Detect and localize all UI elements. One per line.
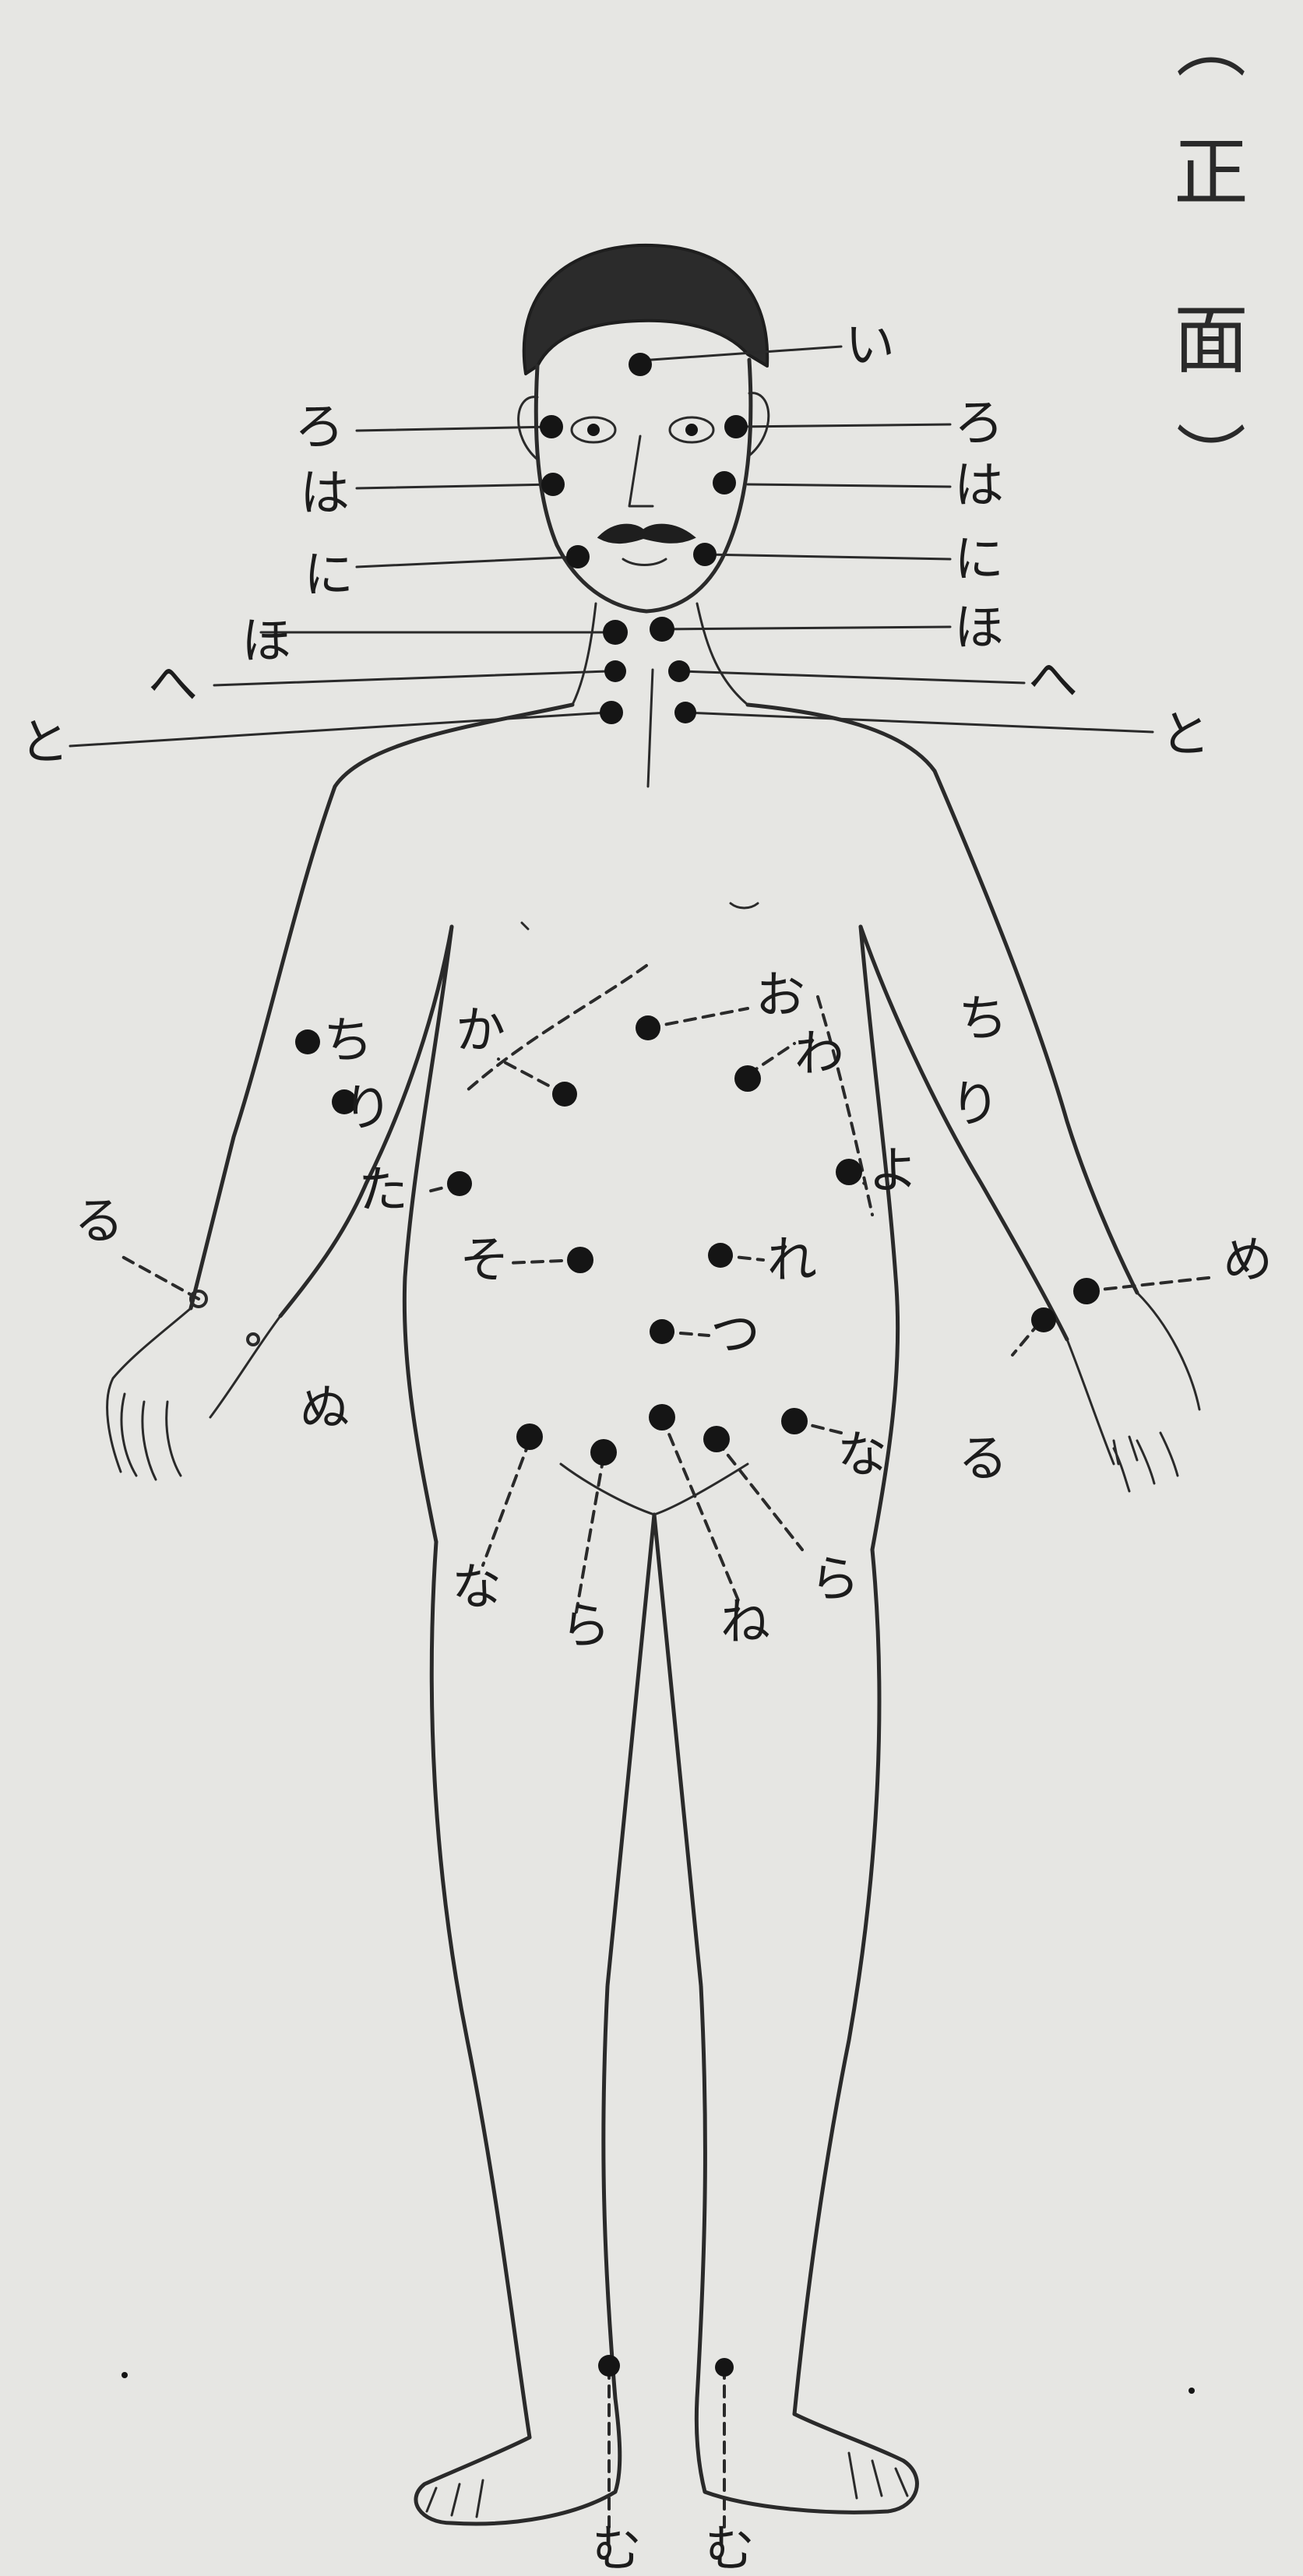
left-pupil xyxy=(587,424,600,436)
right-pupil xyxy=(685,424,698,436)
point-to-right xyxy=(674,702,696,723)
label-mu-right: む xyxy=(705,2521,755,2576)
moustache xyxy=(600,526,693,542)
point-ha-left xyxy=(541,473,565,496)
point-nu-left xyxy=(248,1334,259,1345)
point-ro-left xyxy=(540,415,563,438)
point-o xyxy=(636,1015,660,1040)
point-groin-1 xyxy=(516,1423,543,1450)
label-ho-right: ほ xyxy=(954,600,1004,657)
label-ka: か xyxy=(456,1002,505,1060)
point-labels: い ろ ろ は は に に ほ ほ へ へ と と お わ か ち ち り り … xyxy=(19,317,1273,2576)
label-ro-left: ろ xyxy=(294,399,344,456)
point-ni-right xyxy=(693,543,717,566)
label-re: れ xyxy=(767,1232,817,1290)
stray-marks xyxy=(121,903,1195,2394)
label-ri-left: り xyxy=(343,1080,393,1138)
left-foot xyxy=(416,2398,620,2524)
point-ka xyxy=(552,1082,577,1107)
point-groin-2 xyxy=(590,1439,617,1466)
label-wa: わ xyxy=(794,1026,844,1083)
label-ha-right: は xyxy=(954,457,1004,515)
label-mu-left: む xyxy=(592,2521,642,2576)
title-char-2: 面 xyxy=(1174,297,1248,384)
label-o: お xyxy=(755,967,805,1025)
label-me: め xyxy=(1223,1232,1273,1290)
label-nu: ぬ xyxy=(300,1380,350,1438)
point-groin-4 xyxy=(703,1426,730,1452)
throat-line xyxy=(648,670,653,787)
label-chi-right: ち xyxy=(958,991,1008,1048)
point-i xyxy=(629,353,652,376)
right-leg-outer xyxy=(794,1550,879,2414)
label-ha-left: は xyxy=(300,465,350,523)
right-foot xyxy=(696,2398,917,2512)
neck-left xyxy=(572,604,596,705)
point-mu-right xyxy=(715,2358,734,2377)
label-ni-left: に xyxy=(304,547,354,604)
label-to-right: と xyxy=(1160,706,1210,764)
label-ro-right: ろ xyxy=(954,395,1004,452)
point-ho-right xyxy=(650,617,674,642)
point-to-left xyxy=(600,701,623,724)
label-na-right: な xyxy=(837,1427,887,1484)
label-yo: よ xyxy=(868,1142,918,1200)
left-leg-inner xyxy=(604,1515,654,2398)
point-ha-right xyxy=(713,471,736,494)
label-so: そ xyxy=(460,1232,509,1290)
label-ri-right: り xyxy=(950,1076,1000,1134)
point-ru-right xyxy=(1031,1307,1056,1332)
label-ru-right: る xyxy=(958,1431,1008,1488)
point-tsu xyxy=(650,1319,674,1344)
point-he-right xyxy=(668,660,690,682)
right-leg-inner xyxy=(654,1515,705,2398)
point-ni-left xyxy=(566,545,590,568)
left-leg-outer xyxy=(431,1542,530,2437)
label-i: い xyxy=(845,317,895,375)
point-re xyxy=(708,1243,733,1268)
point-ho-left xyxy=(603,620,628,645)
label-ru-left: る xyxy=(74,1193,124,1251)
label-ra-left: ら xyxy=(561,1598,611,1656)
label-ne: ね xyxy=(720,1594,770,1652)
point-groin-5 xyxy=(781,1408,808,1434)
label-na-left: な xyxy=(452,1559,502,1617)
title-char-1: 正 xyxy=(1174,129,1248,216)
point-chi-left xyxy=(295,1029,320,1054)
label-ta: た xyxy=(358,1162,408,1219)
point-mu-left xyxy=(598,2355,620,2377)
diagram-title: ︵ 正 面 ︶ xyxy=(1174,5,1248,500)
point-he-left xyxy=(604,660,626,682)
label-ra-right: ら xyxy=(810,1551,860,1609)
point-ta xyxy=(447,1171,472,1196)
label-ho-left: ほ xyxy=(241,613,291,670)
body-outline xyxy=(107,245,1199,2524)
label-ni-right: に xyxy=(954,531,1004,589)
label-to-left: と xyxy=(19,714,69,772)
label-he-right: へ xyxy=(1028,652,1078,709)
left-toes xyxy=(427,2480,483,2517)
label-tsu: つ xyxy=(710,1306,760,1364)
right-shoulder-arm-outer xyxy=(748,705,1137,1293)
mouth xyxy=(623,559,666,565)
point-yo xyxy=(836,1159,862,1185)
point-so xyxy=(567,1247,593,1273)
point-wa xyxy=(734,1065,761,1092)
nose xyxy=(629,436,653,506)
point-groin-3 xyxy=(649,1404,675,1431)
title-close-bracket: ︶ xyxy=(1176,418,1246,500)
right-hand xyxy=(1067,1293,1199,1491)
label-he-left: へ xyxy=(148,656,198,713)
neck-right xyxy=(697,604,748,705)
label-chi-left: ち xyxy=(323,1012,373,1070)
title-open-bracket: ︵ xyxy=(1176,5,1246,87)
point-ro-right xyxy=(724,415,748,438)
groin-line xyxy=(561,1464,748,1515)
point-me xyxy=(1073,1278,1100,1304)
